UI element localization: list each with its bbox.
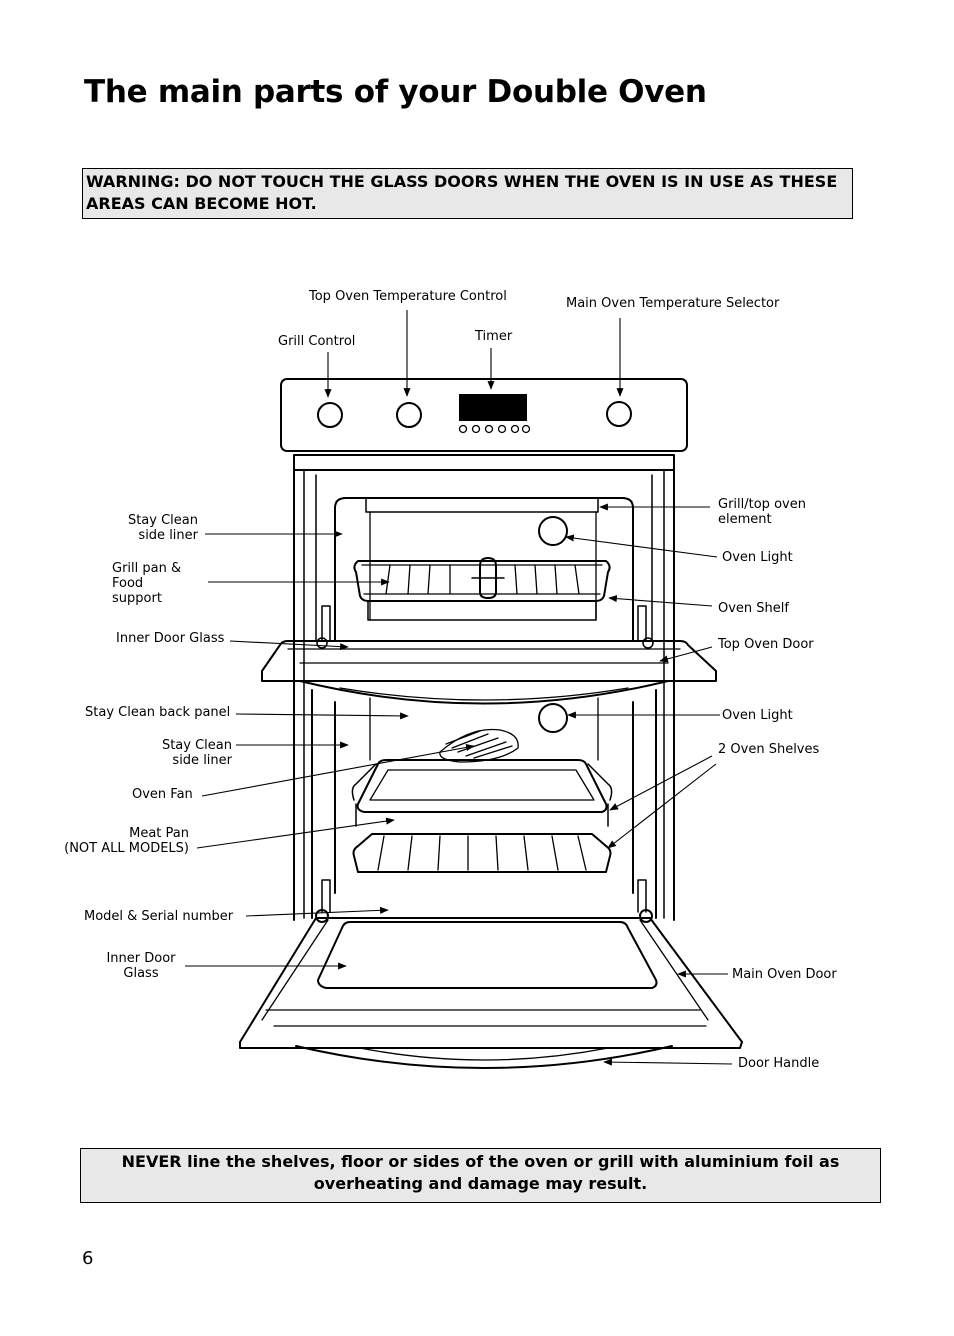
label-model-serial: Model & Serial number (84, 909, 234, 924)
label-two-oven-shelves: 2 Oven Shelves (718, 742, 820, 757)
label-oven-fan: Oven Fan (132, 787, 193, 802)
grill-pan-handle (479, 557, 497, 599)
timer-buttons (458, 424, 531, 434)
meat-pan (356, 759, 608, 813)
grill-pan (353, 560, 611, 602)
label-oven-light-main: Oven Light (722, 708, 793, 723)
oven-fan (439, 728, 519, 763)
label-grill-pan: Grill pan & Food support (112, 561, 182, 606)
label-grill-control: Grill Control (278, 334, 356, 349)
grill-control-knob (317, 402, 343, 428)
door-handle (295, 1045, 673, 1069)
label-main-oven-door: Main Oven Door (732, 967, 837, 982)
label-stay-clean-side-liner-top: Stay Clean side liner (127, 513, 198, 543)
main-oven-door (239, 917, 743, 1049)
main-oven-cavity (311, 689, 657, 919)
label-timer: Timer (475, 329, 513, 344)
label-top-oven-temp: Top Oven Temperature Control (309, 289, 507, 304)
label-oven-shelf: Oven Shelf (718, 601, 789, 616)
label-door-handle: Door Handle (738, 1056, 820, 1071)
label-oven-light-top: Oven Light (722, 550, 793, 565)
control-panel (280, 378, 688, 452)
timer-display (459, 394, 527, 421)
cabinet-outline (293, 454, 675, 921)
label-stay-clean-back-panel: Stay Clean back panel (85, 705, 231, 720)
top-oven-door (261, 640, 717, 682)
top-oven-knob (396, 402, 422, 428)
label-inner-door-glass-main: Inner Door Glass (106, 951, 176, 981)
label-top-oven-door: Top Oven Door (718, 637, 814, 652)
top-oven-cavity (334, 497, 634, 641)
label-meat-pan: Meat Pan (NOT ALL MODELS) (64, 826, 189, 856)
page-title: The main parts of your Double Oven (84, 74, 707, 110)
lower-shelf (352, 833, 612, 873)
warning-box: WARNING: DO NOT TOUCH THE GLASS DOORS WH… (82, 168, 853, 219)
label-grill-top-element: Grill/top oven element (718, 497, 806, 527)
main-oven-knob (606, 401, 632, 427)
label-stay-clean-side-liner-main: Stay Clean side liner (161, 738, 232, 768)
page-number: 6 (82, 1248, 94, 1269)
foil-warning-box: NEVER line the shelves, floor or sides o… (80, 1148, 881, 1203)
label-inner-door-glass-top: Inner Door Glass (116, 631, 225, 646)
main-oven-light (538, 703, 568, 733)
inner-door-glass (317, 921, 658, 989)
top-oven-light (538, 516, 568, 546)
label-main-oven-temp: Main Oven Temperature Selector (566, 296, 780, 311)
